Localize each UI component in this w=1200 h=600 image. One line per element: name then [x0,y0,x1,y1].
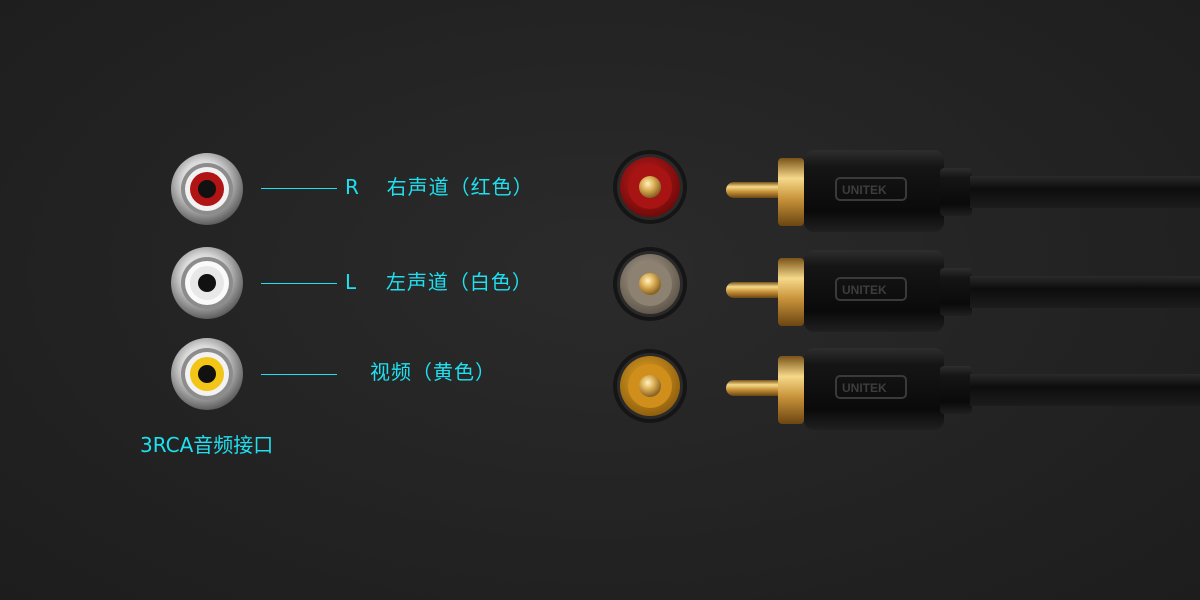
red-jack [171,153,243,225]
brand-logo-text-2: UNITEK [842,283,887,297]
label-white-channel: L 左声道（白色） [345,270,533,294]
brand-logo-text-3: UNITEK [842,381,887,395]
channel-letter-l: L [345,270,358,294]
yellow-plug-face [613,349,687,423]
white-plug-face [613,247,687,321]
label-right-channel-red: 右声道（红色） [386,175,534,199]
white-jack [171,247,243,319]
white-plug-side [726,250,1200,332]
red-plug-side [726,150,1200,232]
leader-line-yellow [261,374,337,375]
label-video-yellow: 视频（黄色） [370,360,496,384]
brand-logo: UNITEK UNITEK UNITEK [842,183,887,395]
label-red-channel: R 右声道（红色） [345,175,534,199]
label-video-yellow-text: 视频（黄色） [370,360,496,384]
leader-line-red [261,188,337,189]
label-left-channel-white: 左声道（白色） [385,270,533,294]
leader-line-white [261,283,337,284]
yellow-jack [171,338,243,410]
red-plug-face [613,150,687,224]
caption-3rca-audio-interface: 3RCA音频接口 [140,433,274,457]
channel-letter-r: R [345,175,360,199]
brand-logo-text-1: UNITEK [842,183,887,197]
yellow-plug-side [726,348,1200,430]
